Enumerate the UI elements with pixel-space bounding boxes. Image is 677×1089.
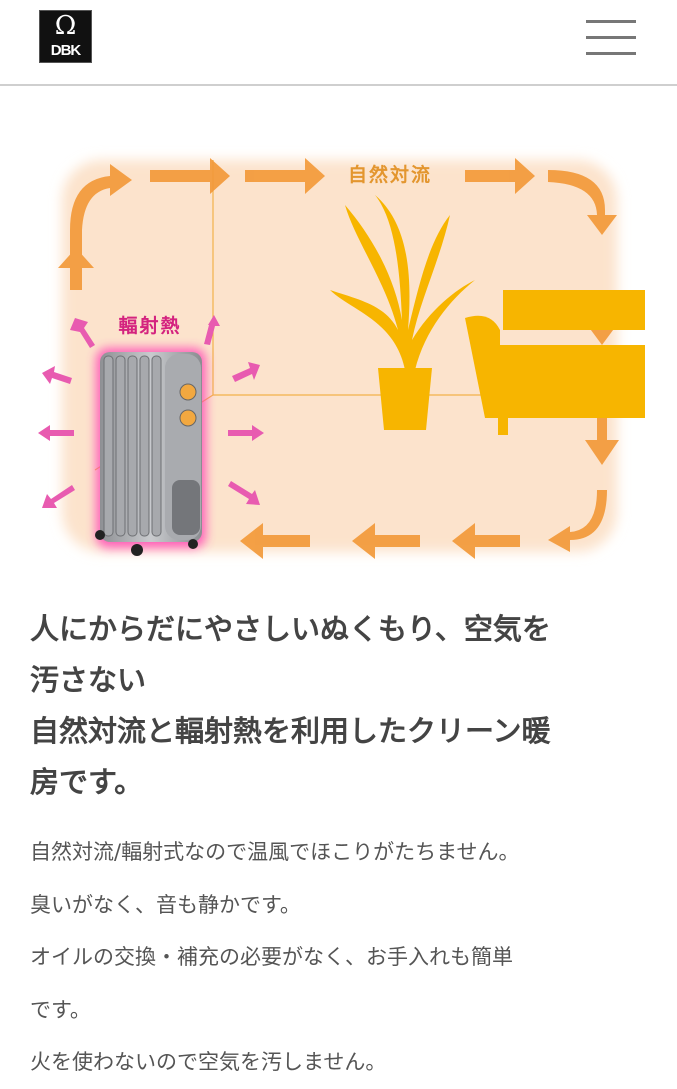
- feature-heading: 人にからだにやさしいぬくもり、空気を 汚さない 自然対流と輻射熱を利用したクリー…: [30, 604, 650, 808]
- feature-description: 人にからだにやさしいぬくもり、空気を 汚さない 自然対流と輻射熱を利用したクリー…: [30, 604, 650, 1089]
- feature-body: 自然対流/輻射式なので温風でほこりがたちません。 臭いがなく、音も静かです。 オ…: [30, 826, 650, 1089]
- radiant-arrows: [38, 315, 264, 508]
- convection-arrows: [58, 158, 619, 559]
- convection-label: 自然対流: [348, 163, 432, 186]
- heading-line: 房です。: [30, 765, 144, 799]
- body-line: です。: [30, 997, 91, 1022]
- body-line: 臭いがなく、音も静かです。: [30, 892, 301, 917]
- hamburger-menu-button[interactable]: [586, 18, 636, 56]
- dbk-logo[interactable]: Ω DBK: [39, 10, 92, 63]
- site-header: Ω DBK: [0, 0, 677, 86]
- plant-icon: [330, 195, 475, 430]
- body-line: 自然対流/輻射式なので温風でほこりがたちません。: [30, 840, 520, 864]
- heading-line: 人にからだにやさしいぬくもり、空気を: [30, 612, 551, 646]
- radiant-label: 輻射熱: [118, 314, 181, 337]
- body-line: 火を使わないので空気を汚しません。: [30, 1050, 387, 1074]
- logo-text: DBK: [50, 42, 82, 59]
- body-line: オイルの交換・補充の必要がなく、お手入れも簡単: [30, 945, 513, 969]
- menu-bar: [586, 36, 636, 39]
- omega-logo-icon: Ω: [54, 11, 77, 41]
- sofa-icon: [465, 290, 645, 435]
- heading-line: 汚さない: [30, 663, 147, 697]
- menu-bar: [586, 52, 636, 55]
- convection-illustration: 自然対流 輻射熱: [38, 158, 645, 559]
- menu-bar: [586, 20, 636, 23]
- oil-heater-image: [95, 348, 206, 556]
- heading-line: 自然対流と輻射熱を利用したクリーン暖: [30, 714, 551, 748]
